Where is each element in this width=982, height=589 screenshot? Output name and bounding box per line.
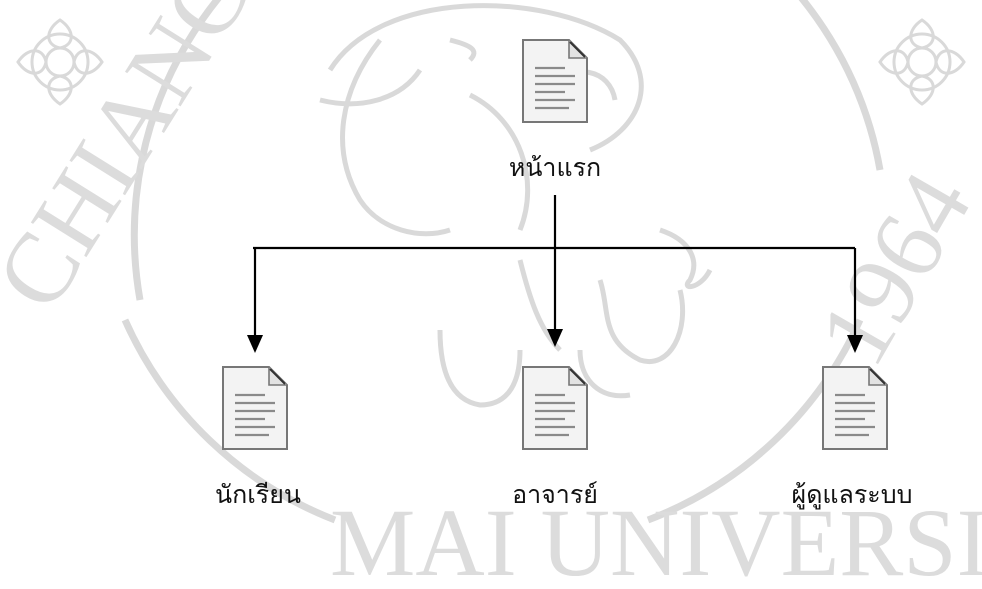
admin-node-label: ผู้ดูแลระบบ [791, 480, 913, 509]
student-node-label: นักเรียน [215, 480, 301, 509]
document-icon-student [221, 365, 289, 451]
document-icon-root [521, 38, 589, 124]
arrowhead-middle-icon [547, 329, 563, 347]
arrowhead-right-icon [847, 335, 863, 353]
arrowhead-left-icon [247, 335, 263, 353]
arrowheads [247, 329, 863, 353]
university-seal-watermark [16, 0, 966, 524]
watermark-letters-bottom: MAI UNIVERSITY [330, 489, 982, 589]
connectors [253, 195, 857, 338]
flower-ornament-right-icon [878, 18, 966, 106]
document-icon-admin [821, 365, 889, 451]
root-node-label: หน้าแรก [508, 153, 602, 182]
document-icon-teacher [521, 365, 589, 451]
elephant-watermark-icon [319, 3, 713, 408]
flower-ornament-left-icon [16, 18, 104, 106]
teacher-node-label: อาจารย์ [512, 480, 598, 509]
watermark-year: 1964 [797, 154, 982, 383]
